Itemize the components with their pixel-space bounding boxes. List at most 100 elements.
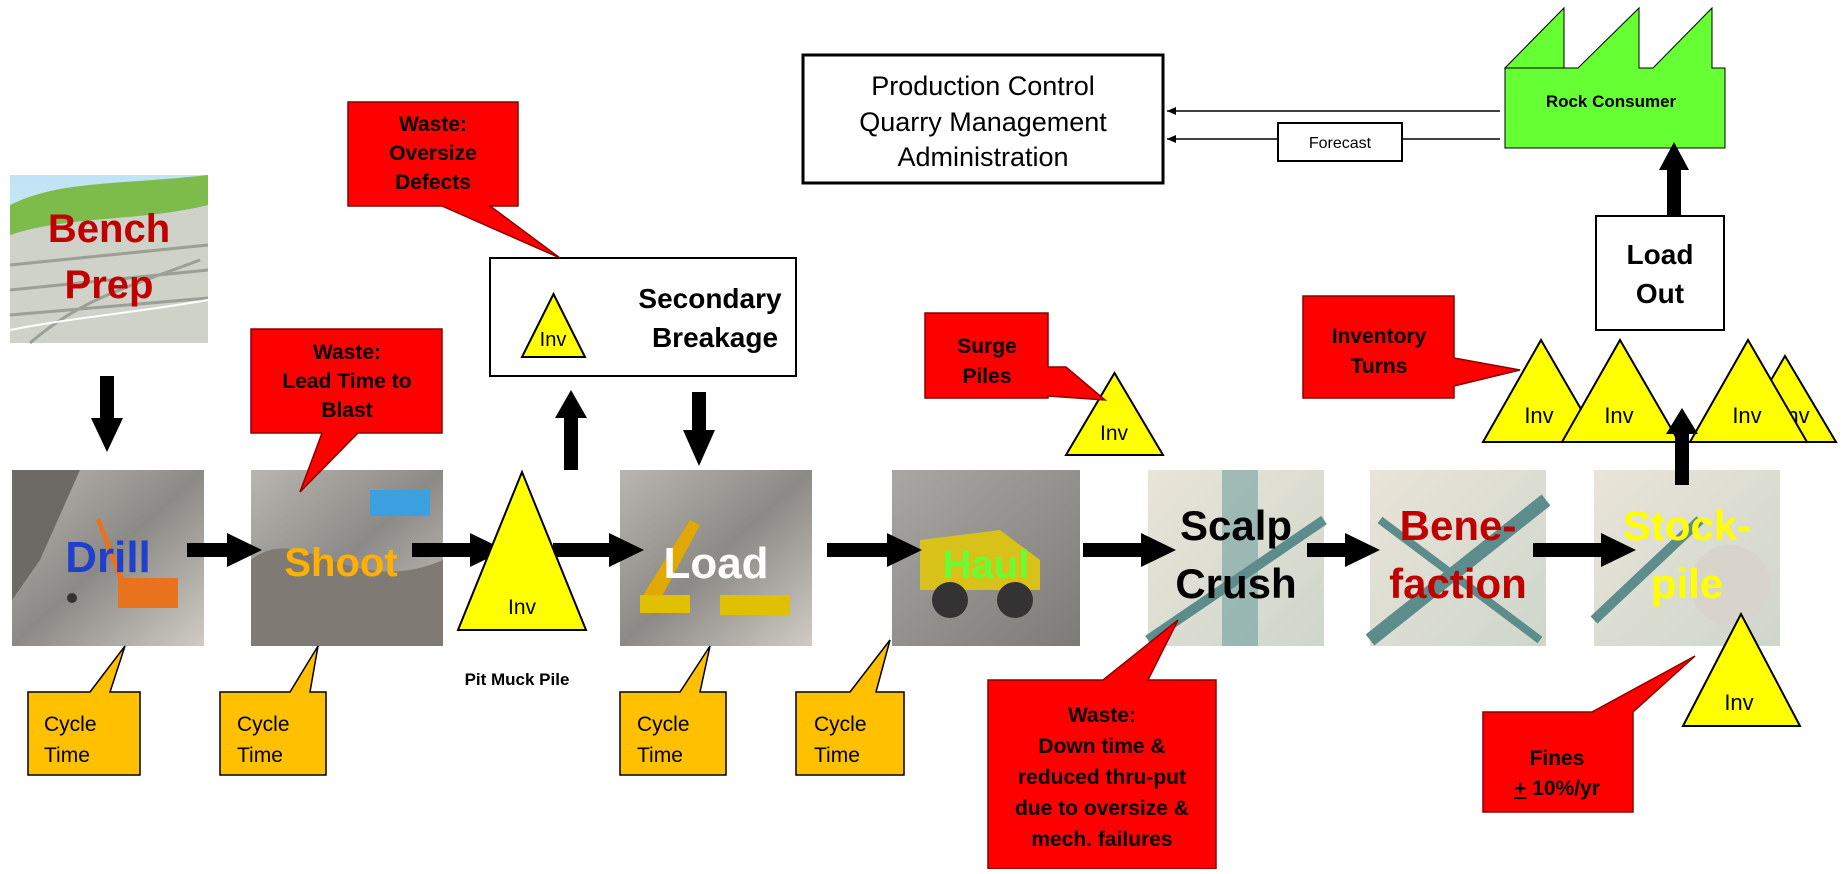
arrow-inv-to-secondary — [555, 390, 587, 470]
stockpile-inv-label-1: Inv — [1524, 403, 1553, 428]
fines-line1: Fines — [1530, 747, 1585, 770]
bench-prep-line1: Bench — [48, 207, 170, 251]
scalp-crush-line1: Scalp — [1180, 502, 1292, 549]
production-control-box: Production Control Quarry Management Adm… — [801, 53, 1165, 185]
waste-lead-time-line1: Waste: — [313, 341, 381, 364]
forecast-box: Forecast — [1277, 122, 1403, 162]
arrow-benchprep-to-drill — [91, 376, 123, 452]
stockpile-line1: Stock- — [1623, 502, 1751, 549]
cycle-time-haul: Cycle Time — [795, 639, 905, 776]
scalp-crush-image: Scalp Crush — [1145, 470, 1327, 646]
cycle-time-drill-line1: Cycle — [44, 713, 97, 736]
production-control-line3: Administration — [897, 142, 1068, 172]
pit-inv-label: Inv — [508, 596, 537, 619]
fines-callout: Fines + 10%/yr — [1482, 655, 1696, 813]
haul-label: Haul — [943, 543, 1030, 587]
surge-inv-triangle: Inv — [1064, 371, 1165, 456]
arrow-drill-to-shoot — [187, 533, 262, 567]
inventory-triangle-icon — [1688, 337, 1809, 443]
waste-oversize-line1: Waste: — [399, 113, 467, 136]
rock-consumer-label: Rock Consumer — [1546, 92, 1677, 111]
cycle-time-shoot-line2: Time — [237, 744, 283, 767]
secondary-breakage-inv: Inv — [540, 329, 567, 351]
inventory-triangle-icon — [1681, 611, 1802, 727]
load-out-box: Load Out — [1595, 215, 1725, 331]
shoot-label: Shoot — [284, 541, 397, 585]
forecast-label: Forecast — [1309, 135, 1372, 152]
fines-inv-triangle: Inv — [1681, 611, 1802, 727]
cycle-time-shoot: Cycle Time — [219, 645, 327, 776]
cycle-time-drill-line2: Time — [44, 744, 90, 767]
inventory-turns-line2: Turns — [1351, 355, 1408, 378]
load-label: Load — [663, 539, 768, 588]
production-control-line1: Production Control — [871, 71, 1095, 101]
surge-piles-callout: Surge Piles — [924, 312, 1108, 401]
inventory-turns-callout: Inventory Turns — [1302, 295, 1521, 399]
benefaction-line2: faction — [1389, 560, 1527, 607]
stockpile-image: Stock- pile — [1590, 470, 1780, 646]
stockpile-inv-label-2: Inv — [1604, 403, 1633, 428]
waste-lead-time-callout: Waste: Lead Time to Blast — [250, 328, 443, 493]
waste-oversize-line2: Oversize — [389, 142, 477, 165]
inventory-triangle-icon — [1560, 337, 1681, 443]
bench-prep-line2: Prep — [65, 263, 154, 307]
arrow-scalp-to-benefaction — [1307, 533, 1380, 567]
cycle-time-drill: Cycle Time — [27, 645, 141, 776]
surge-piles-line2: Piles — [962, 365, 1011, 388]
arrow-shoot-to-inv — [412, 533, 505, 567]
arrow-inv-to-load — [553, 533, 644, 567]
drill-image: Drill — [12, 470, 204, 646]
inventory-triangle-icon — [1064, 371, 1165, 456]
rock-consumer-factory-icon: Rock Consumer — [1503, 6, 1726, 149]
arrow-secondary-to-load — [683, 392, 715, 466]
waste-lead-time-line2: Lead Time to — [282, 370, 411, 393]
pit-muck-pile-label: Pit Muck Pile — [465, 670, 570, 689]
waste-oversize-line3: Defects — [395, 171, 471, 194]
inventory-turns-line1: Inventory — [1332, 325, 1427, 348]
cycle-time-haul-line2: Time — [814, 744, 860, 767]
fines-inv-label: Inv — [1724, 690, 1753, 715]
benefaction-image: Bene- faction — [1365, 470, 1551, 646]
flow-arrows — [187, 533, 1636, 567]
cycle-time-load-line2: Time — [637, 744, 683, 767]
secondary-breakage-box: Inv Secondary Breakage — [489, 257, 797, 377]
inventory-triangle-icon — [1481, 337, 1602, 443]
waste-lead-time-line3: Blast — [321, 399, 372, 422]
arrow-load-to-haul — [827, 533, 922, 567]
surge-piles-line1: Surge — [957, 335, 1017, 358]
cycle-time-shoot-line1: Cycle — [237, 713, 290, 736]
arrow-loadout-to-consumer — [1659, 142, 1689, 216]
load-out-line2: Out — [1636, 278, 1684, 309]
scalp-crush-line2: Crush — [1175, 560, 1296, 607]
surge-inv-label: Inv — [1100, 422, 1129, 445]
load-image: Load — [620, 470, 812, 646]
arrow-stockpile-to-inventory — [1666, 408, 1698, 485]
fines-rate: 10%/yr — [1526, 777, 1600, 800]
cycle-time-load: Cycle Time — [619, 645, 727, 776]
haul-image: Haul — [892, 470, 1080, 646]
pit-inv-triangle: Inv — [456, 469, 588, 631]
load-out-line1: Load — [1627, 239, 1694, 270]
shoot-image: Shoot — [251, 470, 443, 646]
waste-downtime-line3: reduced thru-put — [1018, 766, 1186, 789]
waste-downtime-line1: Waste: — [1068, 704, 1136, 727]
bench-prep-image: Bench Prep — [9, 175, 209, 345]
stockpile-inv-cluster: Inv Inv Inv Inv — [1481, 337, 1838, 443]
cycle-time-haul-line1: Cycle — [814, 713, 867, 736]
waste-downtime-line2: Down time & — [1038, 735, 1165, 758]
stockpile-line2: pile — [1651, 560, 1723, 607]
secondary-breakage-line1: Secondary — [638, 283, 782, 314]
waste-downtime-callout: Waste: Down time & reduced thru-put due … — [987, 619, 1217, 870]
benefaction-line1: Bene- — [1400, 502, 1517, 549]
fines-plus-minus-sign: + — [1514, 777, 1526, 800]
cycle-time-load-line1: Cycle — [637, 713, 690, 736]
inventory-triangle-icon — [456, 469, 588, 631]
production-control-line2: Quarry Management — [859, 107, 1107, 137]
waste-downtime-line4: due to oversize & — [1015, 797, 1189, 820]
inventory-triangle-icon — [520, 291, 587, 358]
arrow-haul-to-scalp — [1083, 533, 1176, 567]
fines-line2: + 10%/yr — [1514, 777, 1600, 800]
waste-downtime-line5: mech. failures — [1031, 828, 1172, 851]
